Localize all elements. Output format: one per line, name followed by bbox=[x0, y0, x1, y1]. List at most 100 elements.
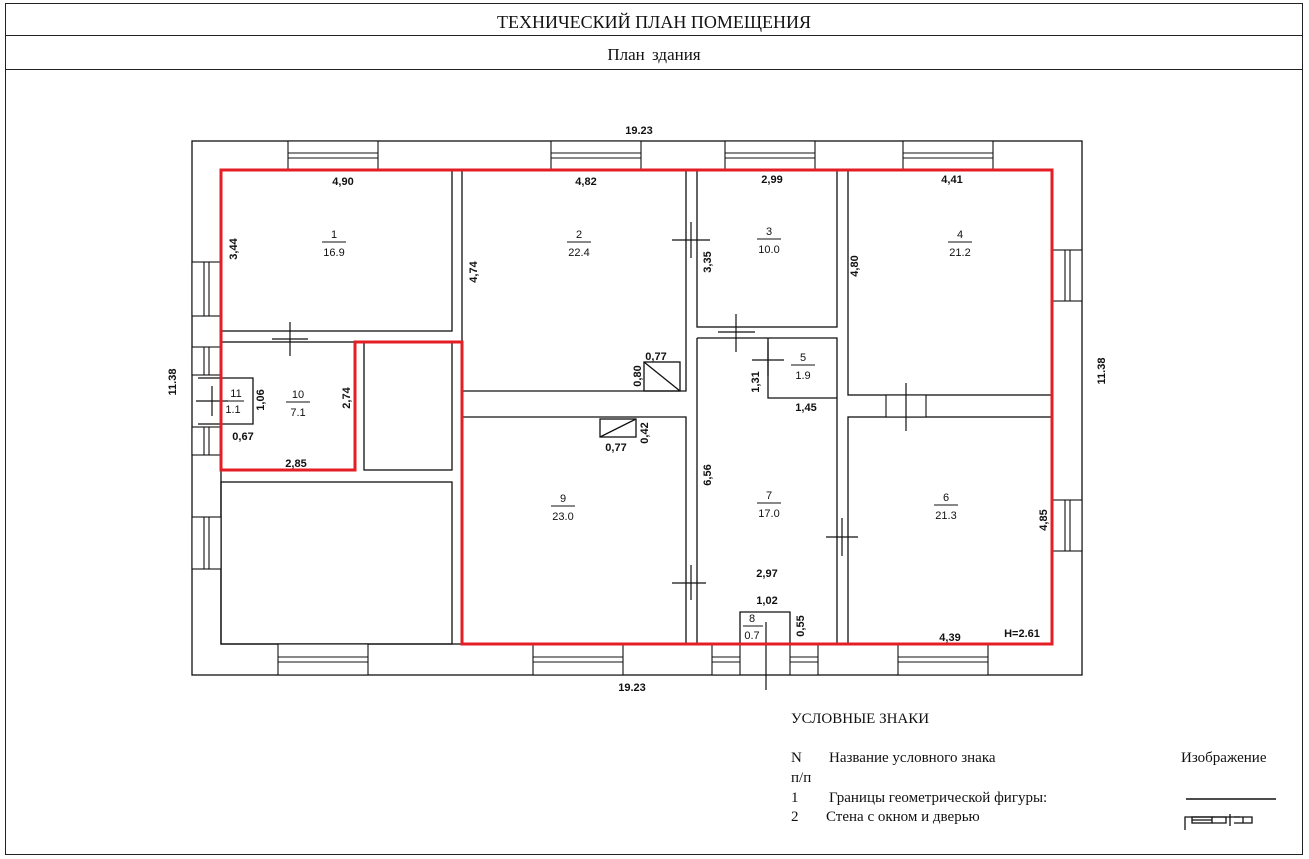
dim-3-44: 3,44 bbox=[228, 237, 240, 259]
room-4-label: 421.2 bbox=[948, 229, 972, 259]
window-top-2 bbox=[550, 140, 642, 171]
legend-item-1-name: Границы геометрической фигуры: bbox=[829, 790, 1048, 806]
dim-4-82: 4,82 bbox=[575, 176, 596, 188]
legend-title: УСЛОВНЫЕ ЗНАКИ bbox=[791, 711, 930, 727]
shaft-1-diagonal bbox=[643, 361, 681, 392]
dim-2-97: 2,97 bbox=[756, 568, 777, 580]
dim-0-77-bottom: 0,77 bbox=[605, 442, 626, 454]
overall-bottom-dim: 19.23 bbox=[618, 682, 646, 694]
geometric-boundary bbox=[219, 168, 1054, 646]
room-5-outline bbox=[767, 338, 837, 399]
doors bbox=[196, 222, 907, 690]
svg-text:4: 4 bbox=[957, 229, 963, 241]
middle-room-outline bbox=[363, 341, 453, 471]
svg-text:1.9: 1.9 bbox=[795, 370, 810, 382]
shaft-2 bbox=[599, 418, 637, 438]
room-6-label: 621.3 bbox=[934, 492, 958, 522]
room-2-label: 222.4 bbox=[567, 229, 591, 259]
window-top-4 bbox=[902, 140, 994, 171]
dim-3-35: 3,35 bbox=[702, 251, 714, 272]
legend-col-n: N bbox=[791, 750, 802, 766]
window-bottom-3 bbox=[897, 643, 989, 676]
drawing-title: ТЕХНИЧЕСКИЙ ПЛАН ПОМЕЩЕНИЯ bbox=[5, 3, 1303, 36]
dim-1-06: 1,06 bbox=[255, 389, 267, 410]
dim-1-31: 1,31 bbox=[750, 371, 762, 392]
svg-text:22.4: 22.4 bbox=[568, 247, 589, 259]
legend-col-pp: п/п bbox=[791, 770, 812, 786]
room-labels: 116.9 222.4 310.0 421.2 51.9 621.3 717.0… bbox=[225, 226, 972, 642]
dim-4-90: 4,90 bbox=[332, 176, 353, 188]
dim-0-42: 0,42 bbox=[639, 422, 651, 443]
svg-text:3: 3 bbox=[766, 226, 772, 238]
svg-text:7.1: 7.1 bbox=[290, 407, 305, 419]
room-9-label: 923.0 bbox=[551, 493, 575, 523]
shaft-2-diagonal bbox=[599, 418, 637, 438]
room-11-label: 111.1 bbox=[225, 388, 244, 416]
room-11-outline bbox=[198, 377, 254, 425]
room-9-outline bbox=[462, 416, 687, 644]
drawing-frame bbox=[5, 3, 1303, 855]
svg-text:10: 10 bbox=[292, 389, 304, 401]
walls bbox=[191, 140, 1083, 676]
legend-item-1-number: 1 bbox=[791, 790, 799, 806]
room-4-outline bbox=[847, 169, 1053, 396]
legend-col-image: Изображение bbox=[1181, 750, 1267, 766]
dim-1-45: 1,45 bbox=[795, 402, 816, 414]
window-left-3 bbox=[191, 426, 222, 456]
windows bbox=[191, 140, 1083, 676]
legend-item-2-name: Стена с окном и дверью bbox=[826, 809, 980, 825]
dim-0-55: 0,55 bbox=[795, 615, 807, 636]
window-bottom-1 bbox=[277, 643, 369, 676]
dim-0-80: 0,80 bbox=[632, 365, 644, 386]
svg-text:16.9: 16.9 bbox=[323, 247, 344, 259]
room-10-outline bbox=[220, 341, 356, 471]
dim-6-56: 6,56 bbox=[702, 464, 714, 485]
svg-text:0.7: 0.7 bbox=[744, 630, 759, 642]
overall-left-dim: 11.38 bbox=[167, 369, 179, 396]
svg-text:21.3: 21.3 bbox=[935, 510, 956, 522]
overall-right-dim: 11.38 bbox=[1096, 358, 1108, 385]
dim-4-39: 4,39 bbox=[939, 632, 960, 644]
dim-2-74: 2,74 bbox=[341, 386, 353, 408]
legend-col-name: Название условного знака bbox=[829, 750, 996, 766]
dim-2-85: 2,85 bbox=[285, 458, 306, 470]
room-2-outline bbox=[461, 170, 687, 392]
wall-window-door-symbol bbox=[1184, 814, 1253, 830]
window-bottom-door-left bbox=[711, 643, 741, 676]
svg-text:23.0: 23.0 bbox=[552, 511, 573, 523]
window-left-1 bbox=[191, 261, 222, 317]
svg-text:10.0: 10.0 bbox=[758, 244, 779, 256]
dim-4-85: 4,85 bbox=[1038, 509, 1050, 530]
window-left-2 bbox=[191, 346, 222, 376]
svg-text:8: 8 bbox=[749, 613, 755, 625]
svg-text:9: 9 bbox=[560, 493, 566, 505]
svg-text:17.0: 17.0 bbox=[758, 508, 779, 520]
dim-4-74: 4,74 bbox=[468, 260, 480, 282]
dim-4-80: 4,80 bbox=[849, 255, 861, 276]
window-top-3 bbox=[724, 140, 816, 171]
dim-2-99: 2,99 bbox=[761, 174, 782, 186]
dimension-labels: 19.23 19.23 11.38 11.38 4,90 4,82 2,99 4… bbox=[167, 125, 1108, 694]
room-5-label: 51.9 bbox=[791, 352, 815, 382]
window-left-4 bbox=[191, 516, 222, 570]
room-1-label: 116.9 bbox=[322, 229, 346, 259]
window-right-1 bbox=[1051, 249, 1083, 302]
room-7-outline bbox=[697, 337, 838, 644]
ceiling-height: H=2.61 bbox=[1004, 628, 1040, 640]
room-8-outline bbox=[739, 611, 791, 644]
dim-0-67: 0,67 bbox=[232, 431, 253, 443]
svg-text:6: 6 bbox=[943, 492, 949, 504]
room-3-label: 310.0 bbox=[757, 226, 781, 256]
legend-item-2-number: 2 bbox=[791, 809, 799, 825]
svg-text:2: 2 bbox=[576, 229, 582, 241]
window-top-1 bbox=[287, 140, 379, 171]
room-7-label: 717.0 bbox=[757, 490, 781, 520]
dim-4-41: 4,41 bbox=[941, 174, 962, 186]
room-10-label: 107.1 bbox=[286, 389, 310, 419]
window-bottom-door-right bbox=[789, 643, 819, 676]
overall-top-dim: 19.23 bbox=[625, 125, 653, 137]
svg-text:1: 1 bbox=[331, 229, 337, 241]
shaft-1 bbox=[643, 361, 681, 392]
bottom-left-room-outline bbox=[220, 481, 453, 645]
